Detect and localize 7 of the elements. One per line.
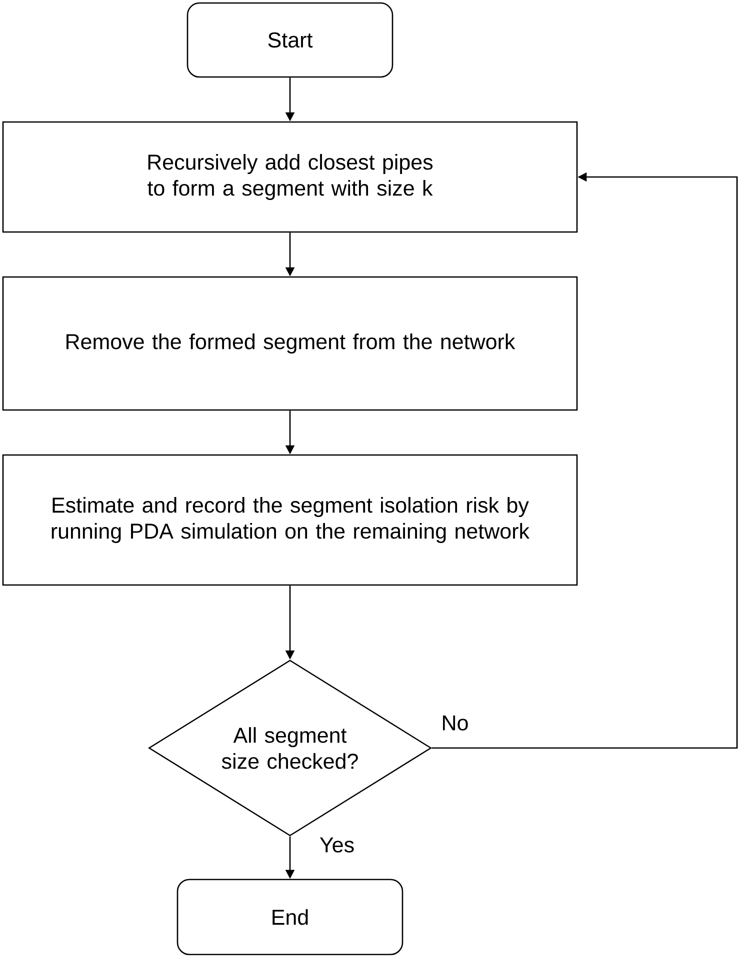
process-box: Remove the formed segment from the network — [2, 276, 578, 411]
edge-label: Yes — [317, 836, 357, 854]
terminal-box: End — [176, 878, 404, 956]
edge-label: No — [439, 714, 471, 732]
terminal-box: Start — [186, 2, 394, 78]
process-box: Estimate and record the segment isolation risk by running PDA simulation on the remaining network — [2, 454, 578, 586]
process-box: Recursively add closest pipes to form a segment with size k — [2, 121, 578, 233]
